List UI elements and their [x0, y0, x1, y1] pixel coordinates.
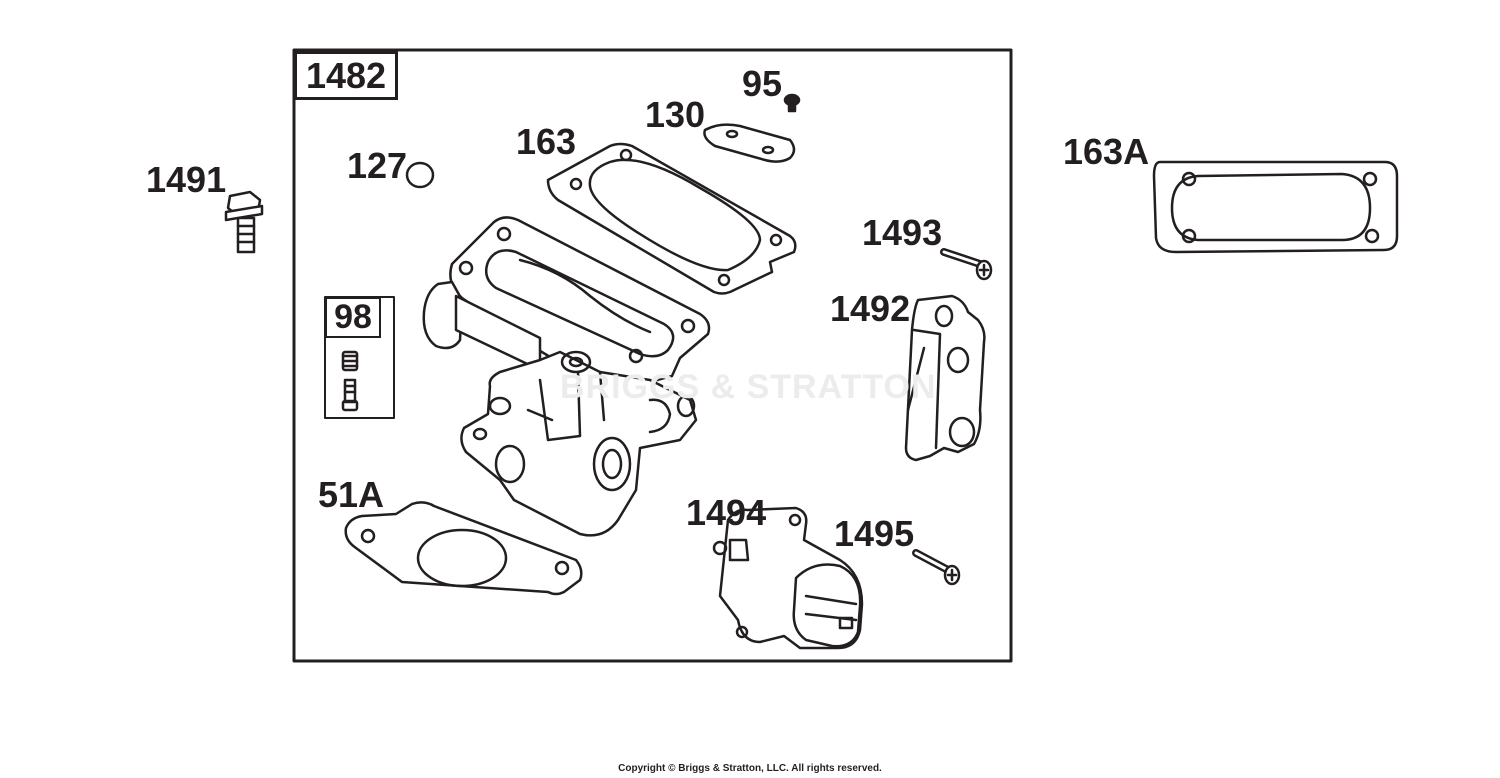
kit-label: 98 — [325, 297, 381, 338]
spring-icon — [341, 350, 359, 372]
watermark-text: BRIGGS & STRATTON — [560, 368, 937, 406]
throttle-body-icon — [422, 216, 711, 537]
callout-1491: 1491 — [146, 159, 227, 200]
idle-air-valve-icon — [712, 506, 864, 650]
callout-1495: 1495 — [834, 513, 915, 554]
callout-1493: 1493 — [862, 212, 943, 253]
assembly-label: 1482 — [294, 51, 398, 100]
gasket-51a-icon — [344, 501, 583, 596]
flange-bolt-icon — [224, 190, 264, 254]
o-ring-icon — [405, 161, 435, 189]
screw-1493-icon — [940, 248, 993, 281]
callout-1492: 1492 — [830, 288, 911, 329]
callout-51a: 51A — [318, 474, 385, 515]
assembly-frame — [292, 48, 1013, 663]
gasket-163a-icon — [1152, 160, 1399, 254]
callout-130: 130 — [645, 94, 706, 135]
callout-163a: 163A — [1063, 131, 1150, 172]
callout-1494: 1494 — [686, 492, 767, 533]
cover-plate-icon — [703, 123, 796, 163]
kit-screw-icon — [341, 378, 359, 412]
throttle-sensor-icon — [904, 294, 986, 462]
callout-163: 163 — [516, 121, 577, 162]
callout-95: 95 — [742, 63, 783, 104]
gasket-163-icon — [546, 142, 797, 295]
small-screw-icon — [783, 93, 801, 113]
copyright-text: Copyright © Briggs & Stratton, LLC. All … — [618, 763, 882, 774]
callout-127: 127 — [347, 145, 408, 186]
screw-1495-icon — [912, 549, 961, 586]
